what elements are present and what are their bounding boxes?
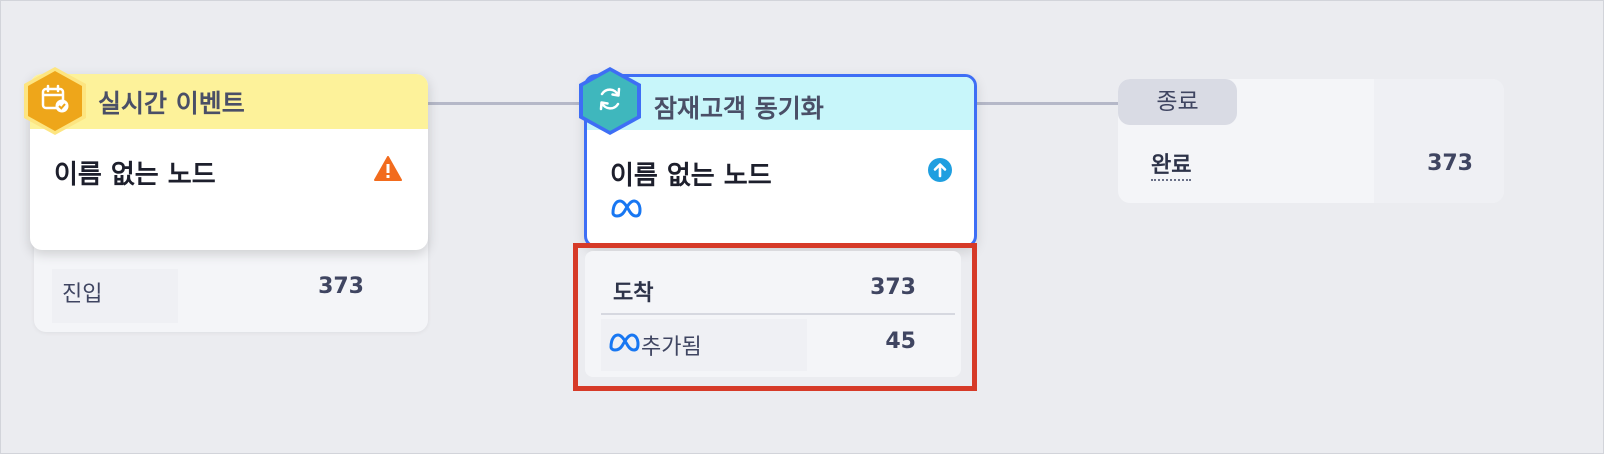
sync-node-name: 이름 없는 노드 <box>610 161 772 191</box>
connector-line-1 <box>421 102 591 105</box>
event-node-badge <box>24 67 86 135</box>
event-node-header <box>30 74 428 129</box>
complete-label[interactable]: 완료 <box>1151 147 1192 181</box>
event-node-name: 이름 없는 노드 <box>54 160 216 190</box>
warning-icon[interactable] <box>374 156 402 182</box>
connector-line-2 <box>975 102 1121 105</box>
sync-node-type-label: 잠재고객 동기화 <box>654 94 824 123</box>
calendar-check-icon <box>40 84 70 118</box>
event-node-type-label: 실시간 이벤트 <box>98 89 245 118</box>
meta-logo-icon <box>609 197 643 219</box>
complete-value: 373 <box>1427 151 1473 176</box>
highlight-box <box>573 243 977 391</box>
stat-cell <box>1374 79 1504 203</box>
event-node-card[interactable]: 실시간 이벤트 이름 없는 노드 <box>30 74 428 250</box>
arrived-value: 373 <box>870 275 916 300</box>
stats-divider <box>601 313 955 315</box>
entry-label: 진입 <box>62 282 103 307</box>
arrived-label: 도착 <box>613 281 654 306</box>
upload-arrow-icon[interactable] <box>927 157 953 183</box>
end-node-tag: 종료 <box>1118 79 1237 125</box>
end-node-card[interactable]: 종료 완료 373 <box>1118 79 1504 203</box>
added-label: 추가됨 <box>641 335 702 360</box>
sync-node-header <box>587 77 974 130</box>
meta-logo-icon <box>607 331 641 353</box>
sync-node-stats: 도착 373 추가됨 45 <box>585 251 961 377</box>
entry-value: 373 <box>318 274 364 299</box>
stat-cell <box>52 269 178 323</box>
sync-node-card[interactable]: 잠재고객 동기화 이름 없는 노드 <box>584 74 977 248</box>
stat-cell <box>601 319 807 371</box>
added-value: 45 <box>885 329 916 354</box>
sync-icon <box>595 84 625 118</box>
